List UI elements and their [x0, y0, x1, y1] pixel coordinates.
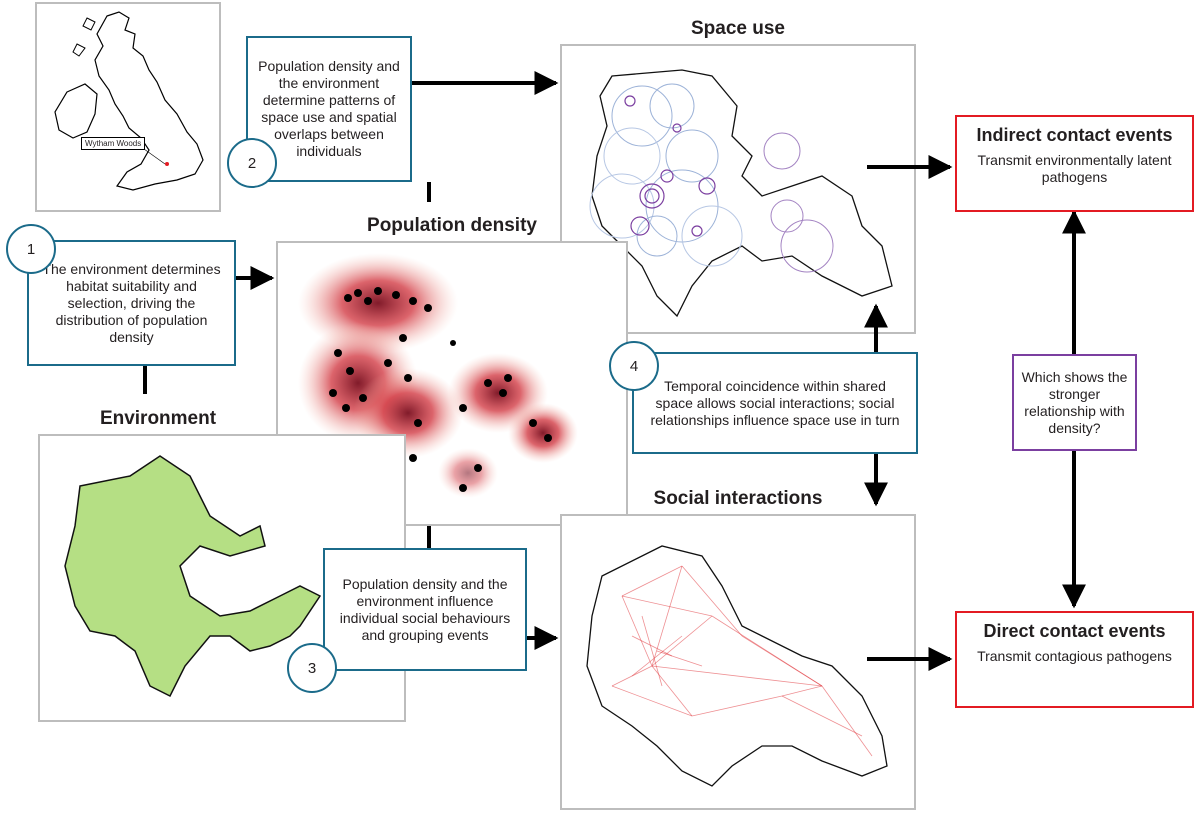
step-2-text: Population density and the environment d… [258, 58, 400, 159]
home-range-circles [589, 83, 834, 273]
environment-map [64, 455, 322, 698]
question-text: Which shows the stronger relationship wi… [1021, 368, 1128, 436]
wytham-woods-marker [165, 162, 169, 166]
step-3-box: Population density and the environment i… [323, 548, 527, 671]
social-interactions-panel [560, 514, 916, 810]
indirect-contact-box: Indirect contact events Transmit environ… [955, 115, 1194, 212]
wytham-woods-label: Wytham Woods [81, 137, 146, 150]
step-3-badge: 3 [287, 643, 337, 693]
step-2-box: Population density and the environment d… [246, 36, 412, 182]
environment-title: Environment [99, 408, 217, 429]
step-1-box: The environment determines habitat suita… [27, 240, 236, 366]
social-interactions-title: Social interactions [653, 488, 823, 509]
step-3-text: Population density and the environment i… [339, 575, 511, 643]
social-network-map [586, 545, 888, 787]
step-4-text: Temporal coincidence within shared space… [650, 377, 900, 428]
indirect-contact-text: Transmit environmentally latent pathogen… [977, 152, 1172, 185]
population-density-title: Population density [367, 215, 537, 236]
step-2-badge: 2 [227, 138, 277, 188]
direct-contact-text: Transmit contagious pathogens [977, 648, 1172, 664]
step-4-badge: 4 [609, 341, 659, 391]
density-points [329, 287, 552, 492]
question-box: Which shows the stronger relationship wi… [1012, 354, 1137, 451]
direct-contact-title: Direct contact events [983, 621, 1166, 641]
woodland-area [64, 455, 322, 698]
space-use-outline [591, 69, 893, 318]
space-use-map [589, 69, 893, 318]
uk-map-panel: Wytham Woods [35, 2, 221, 212]
step-4-box: Temporal coincidence within shared space… [632, 352, 918, 454]
population-density-map [298, 253, 578, 498]
direct-contact-box: Direct contact events Transmit contagiou… [955, 611, 1194, 708]
space-use-title: Space use [691, 18, 785, 39]
ireland-outline [54, 83, 98, 139]
step-1-badge: 1 [6, 224, 56, 274]
density-heatmap [298, 253, 578, 498]
britain-outline [94, 11, 204, 191]
social-edges [611, 565, 873, 757]
indirect-contact-title: Indirect contact events [976, 125, 1173, 145]
step-1-text: The environment determines habitat suita… [42, 260, 221, 345]
islands-outline [72, 17, 96, 57]
social-outline [586, 545, 888, 787]
